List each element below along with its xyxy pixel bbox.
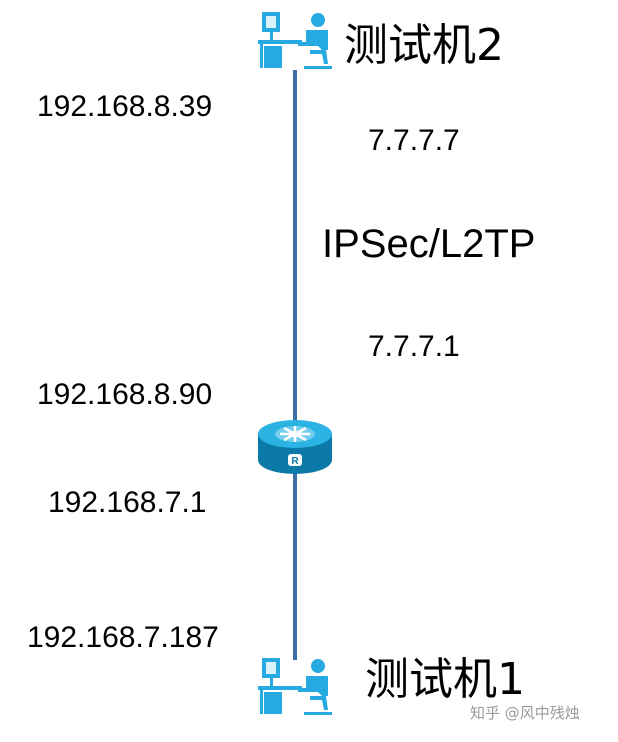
- local-ip: 7.7.7.1: [368, 330, 460, 363]
- host-bottom-ip: 192.168.7.187: [27, 621, 219, 654]
- watermark: 知乎 @风中残烛: [470, 704, 580, 722]
- workstation-icon-top: [258, 12, 332, 69]
- remote-ip: 7.7.7.7: [368, 124, 460, 157]
- host-top-label: 测试机2: [344, 20, 504, 71]
- host-top-ip: 192.168.8.39: [37, 90, 213, 123]
- host-bottom-label: 测试机1: [365, 654, 525, 705]
- router-lan-ip: 192.168.7.1: [48, 486, 207, 519]
- router-icon: [258, 420, 332, 474]
- workstation-icon-bottom: [258, 658, 332, 715]
- router-wan-ip: 192.168.8.90: [37, 378, 213, 411]
- tunnel-label: IPSec/L2TP: [322, 222, 536, 266]
- router-badge: R: [291, 456, 299, 467]
